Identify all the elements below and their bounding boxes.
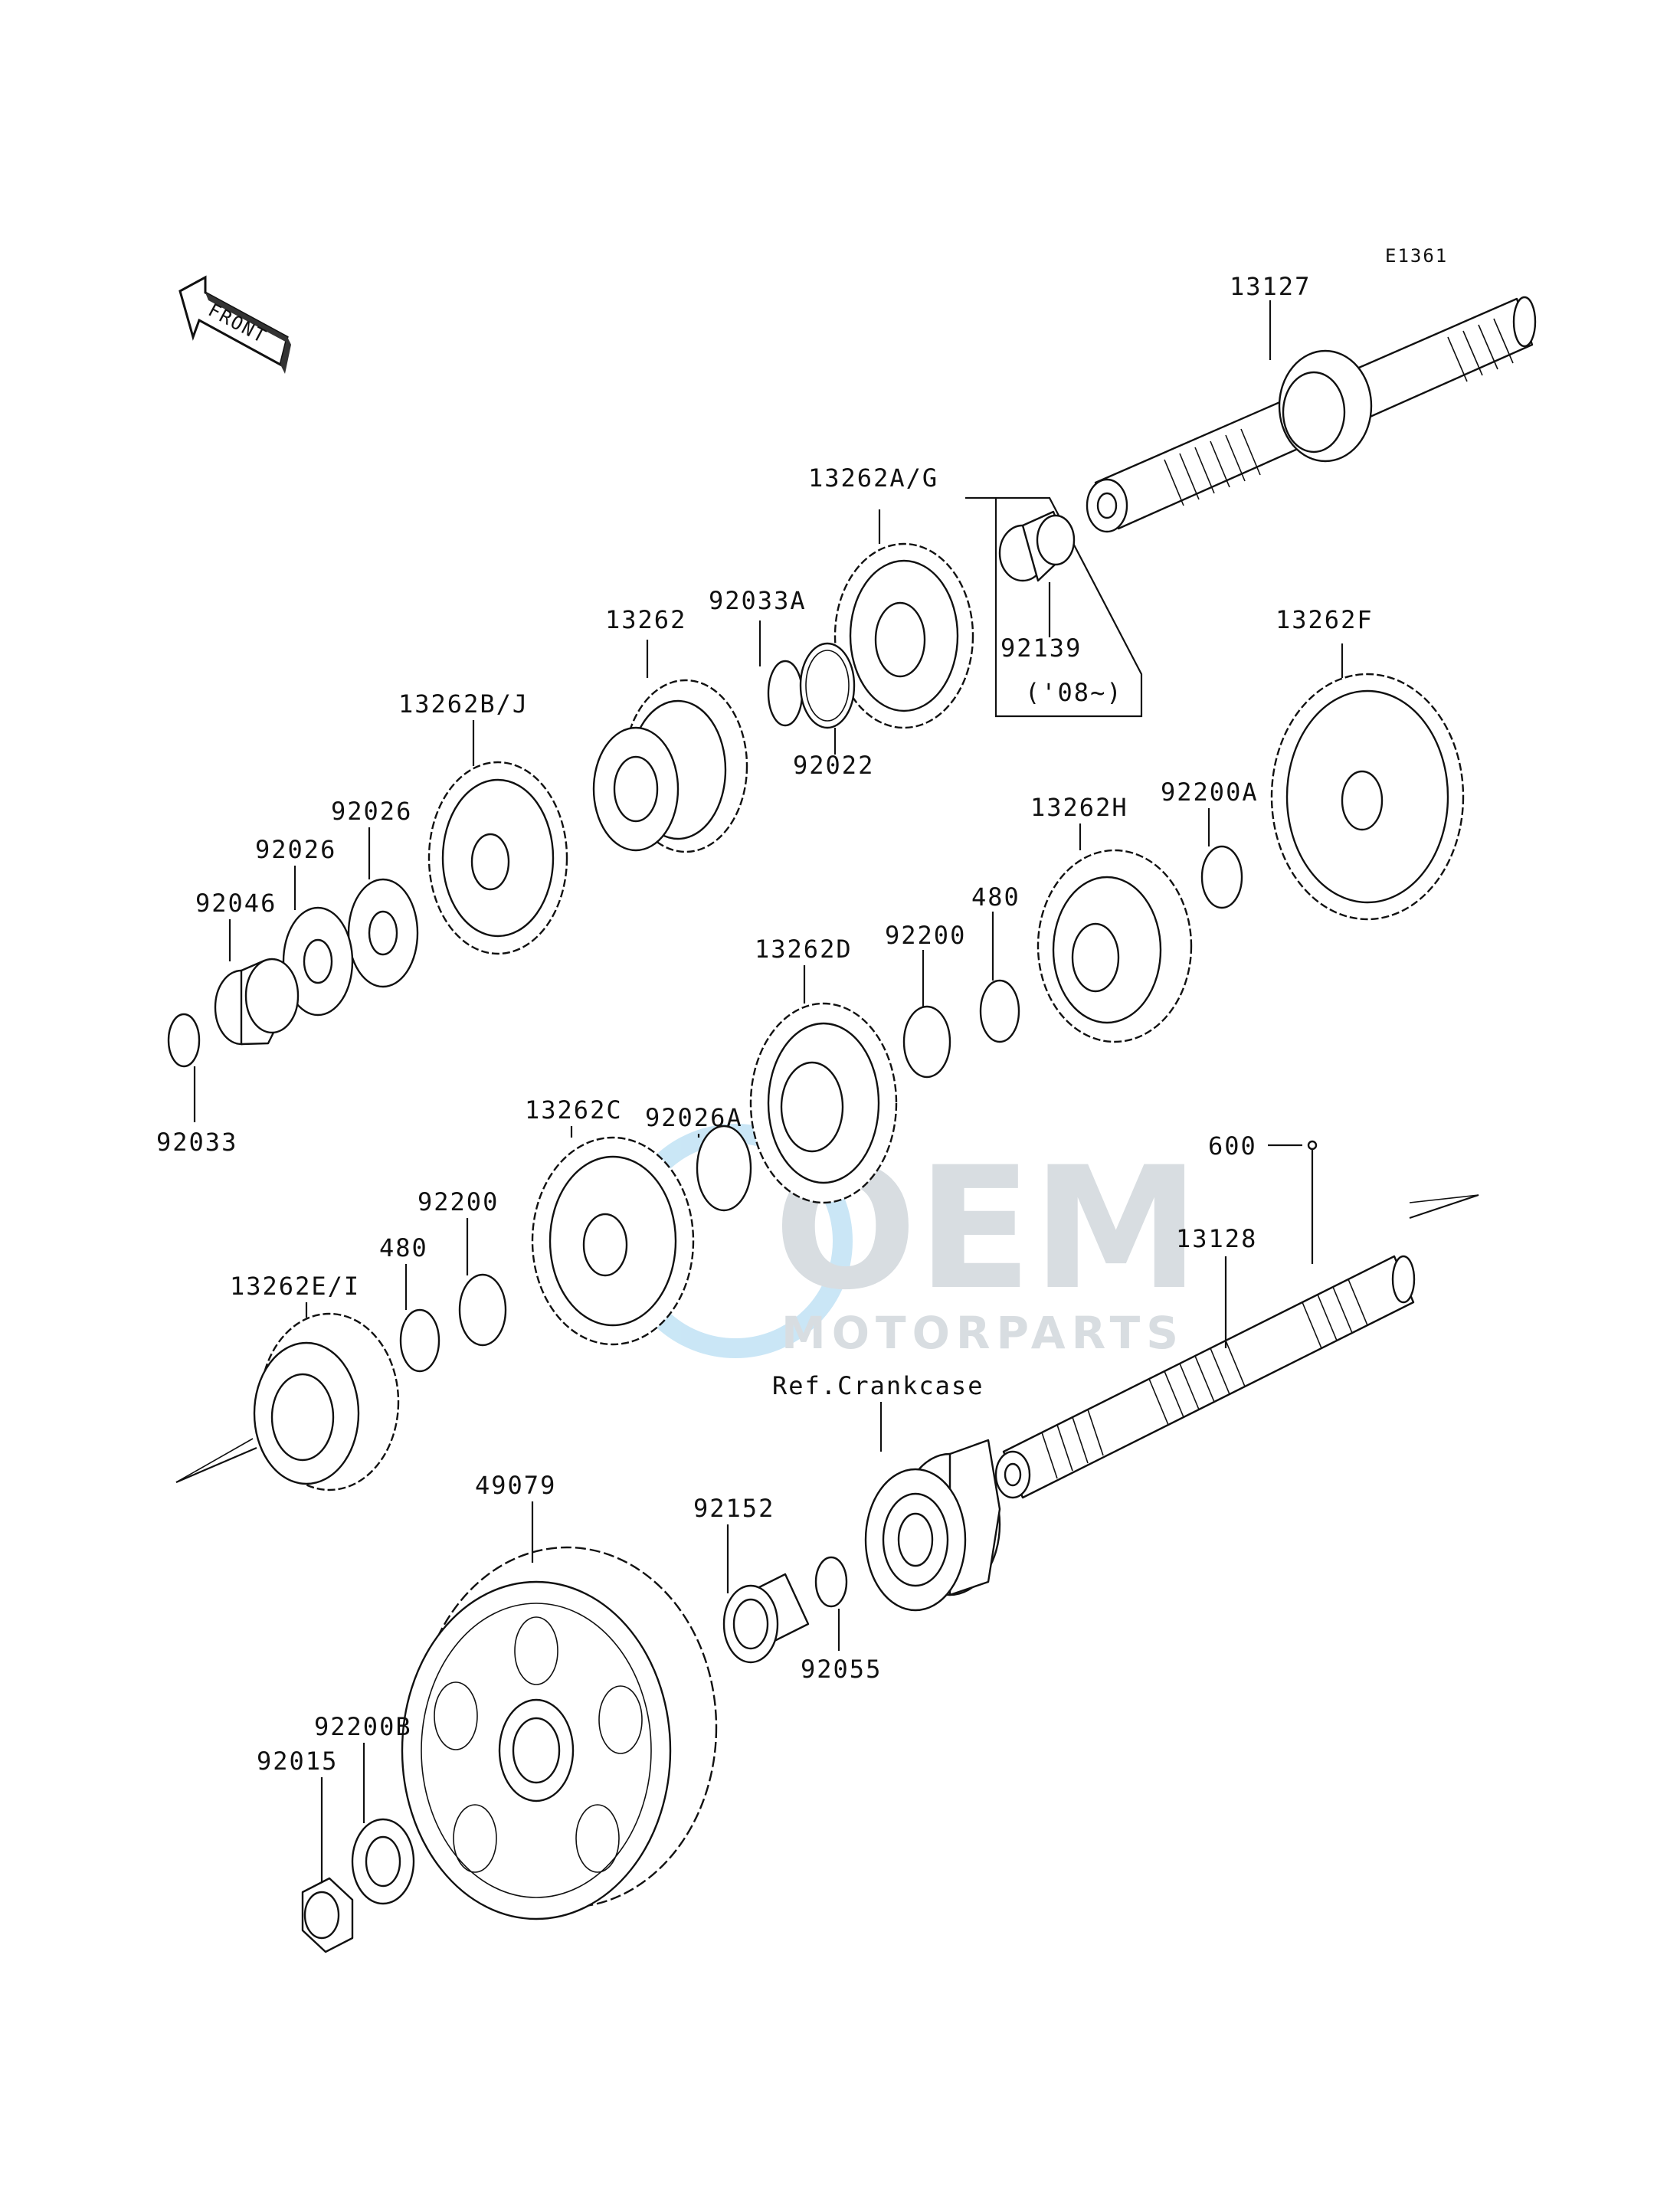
label-ref-crankcase: Ref.Crankcase xyxy=(772,1371,984,1400)
needle-bearing-92046 xyxy=(214,958,300,1046)
diagram-code: E1361 xyxy=(1385,245,1448,267)
washer-92022 xyxy=(799,642,856,729)
label-13262D: 13262D xyxy=(755,935,853,964)
gear-13262H xyxy=(1036,849,1193,1043)
label-480-a: 480 xyxy=(971,882,1020,912)
label-13262: 13262 xyxy=(605,605,686,634)
oring-92055 xyxy=(814,1556,848,1608)
label-92022: 92022 xyxy=(793,751,874,780)
label-92026-b: 92026 xyxy=(255,835,336,864)
point-600-icon xyxy=(1307,1140,1318,1151)
label-13262BJ: 13262B/J xyxy=(398,689,529,719)
gear-13262AG xyxy=(833,542,974,729)
gear-13262D xyxy=(749,1002,898,1204)
label-13262H: 13262H xyxy=(1030,793,1128,822)
nut-92015 xyxy=(301,1877,354,1953)
snap-ring-480-b xyxy=(399,1308,440,1373)
label-13262C: 13262C xyxy=(525,1095,623,1125)
collar-92152 xyxy=(722,1573,810,1664)
label-92026-a: 92026 xyxy=(331,797,412,826)
label-92200A: 92200A xyxy=(1161,778,1259,807)
label-92033: 92033 xyxy=(156,1128,237,1157)
label-49079: 49079 xyxy=(475,1471,556,1500)
label-92139-note: ('08~) xyxy=(1025,678,1123,707)
axis-line-right xyxy=(1409,1193,1479,1220)
label-13262EI: 13262E/I xyxy=(230,1272,360,1301)
input-shaft-13127 xyxy=(1086,296,1537,533)
gear-13262 xyxy=(592,679,748,853)
label-92200-a: 92200 xyxy=(885,921,966,950)
watermark-secondary: MOTORPARTS xyxy=(781,1307,1184,1359)
label-92015: 92015 xyxy=(257,1747,338,1776)
part-labels: 13127 13262A/G 92139 ('08~) 92033A 13262… xyxy=(156,272,1374,1776)
gear-49079 xyxy=(401,1546,718,1920)
washer-92026A xyxy=(696,1125,752,1212)
label-92200B: 92200B xyxy=(314,1712,412,1741)
label-92055: 92055 xyxy=(801,1655,882,1684)
gear-13262EI xyxy=(253,1312,400,1491)
label-600: 600 xyxy=(1208,1131,1257,1161)
gear-13262F xyxy=(1270,673,1465,921)
output-shaft-13128 xyxy=(994,1255,1416,1499)
label-92152: 92152 xyxy=(693,1494,775,1523)
label-92033A: 92033A xyxy=(709,586,807,615)
label-13127: 13127 xyxy=(1230,272,1311,301)
leader-lines xyxy=(193,300,1344,1883)
snap-ring-92033 xyxy=(167,1013,201,1068)
label-480-b: 480 xyxy=(379,1233,428,1262)
axis-line-left xyxy=(175,1446,257,1484)
gear-13262BJ xyxy=(427,761,568,955)
watermark: OEM MOTORPARTS xyxy=(618,1124,1200,1359)
label-92026A: 92026A xyxy=(645,1103,743,1132)
label-92200-b: 92200 xyxy=(418,1187,499,1216)
label-92046: 92046 xyxy=(195,889,277,918)
bushing-92139 xyxy=(965,496,1143,718)
snap-ring-92033A xyxy=(767,660,804,727)
label-13128: 13128 xyxy=(1176,1224,1257,1253)
label-92139: 92139 xyxy=(1000,634,1082,663)
washer-92200-b xyxy=(458,1273,507,1347)
washer-92200A xyxy=(1200,845,1243,909)
bearing-ref-crankcase xyxy=(864,1439,1001,1612)
front-arrow-icon: FRONT xyxy=(178,275,291,374)
label-13262AG: 13262A/G xyxy=(808,463,938,493)
washer-92200-a xyxy=(902,1005,951,1079)
label-13262F: 13262F xyxy=(1276,605,1374,634)
gear-13262C xyxy=(531,1136,695,1346)
snap-ring-480-a xyxy=(979,979,1020,1043)
